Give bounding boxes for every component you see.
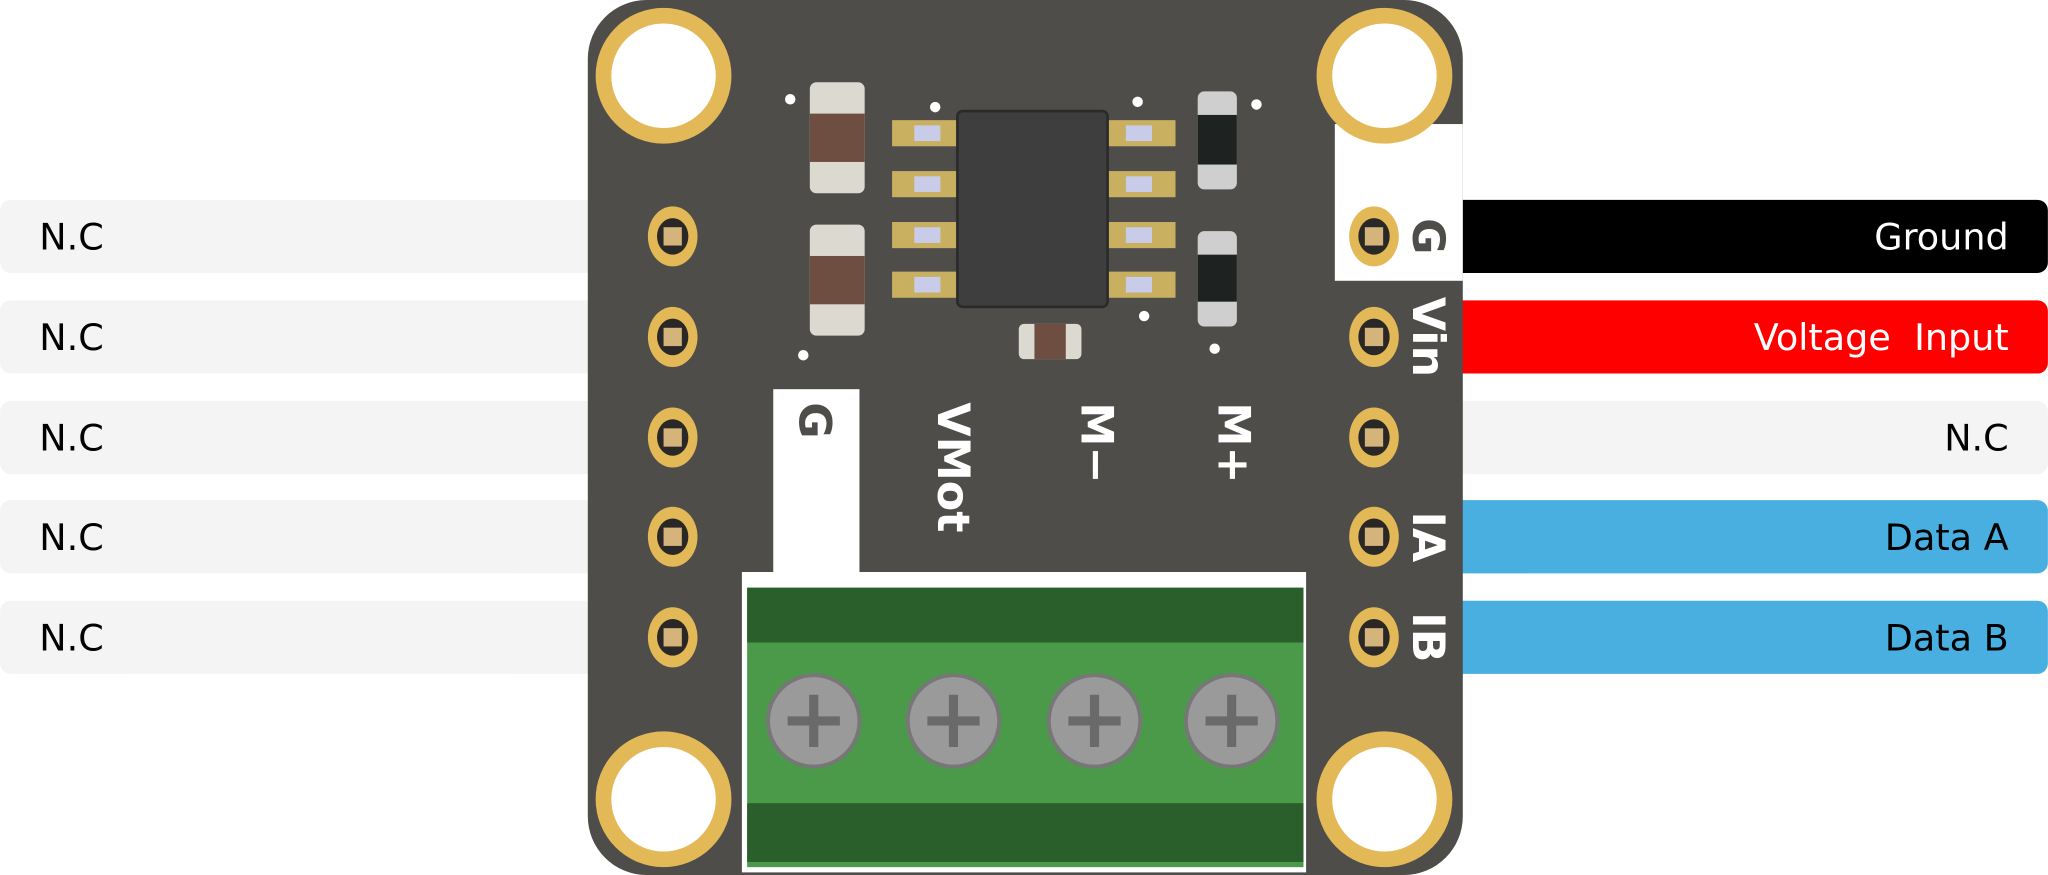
pin-silk-label: IA [1402, 511, 1453, 563]
label-bar [1436, 600, 2048, 674]
left-pin-label: N.C [0, 400, 614, 475]
label-bar [0, 300, 614, 374]
left-pin-labels: N.C N.C N.C N.C N.C [0, 199, 614, 674]
header-pin [1349, 206, 1399, 267]
mounting-holes [595, 7, 1453, 868]
header-pin [1349, 306, 1399, 367]
screw-terminal-block[interactable] [741, 572, 1307, 873]
right-pin-label: Ground [1436, 199, 2048, 273]
pin-silk-label: G [1402, 218, 1453, 254]
terminal-silk-label: VMot [927, 402, 978, 532]
right-pin-label: N.C [1436, 400, 2048, 475]
right-pin-label: Data A [1436, 500, 2048, 574]
terminal-silk-label: G [788, 402, 839, 438]
capacitors [785, 82, 1262, 361]
screw-icon[interactable] [1183, 673, 1280, 769]
pin-function-label: Ground [1874, 215, 2008, 258]
screw-icon[interactable] [905, 673, 1002, 769]
right-pin-label: Voltage Input [1436, 300, 2048, 374]
pin-function-label: N.C [39, 616, 103, 659]
header-pin [647, 407, 698, 468]
label-bar [1436, 400, 2048, 475]
terminal-silk-label: M+ [1208, 402, 1259, 483]
header-pin [1349, 607, 1399, 668]
pin-function-label: Voltage Input [1754, 316, 2009, 359]
pin-silk-label: Vin [1402, 297, 1453, 377]
pin-function-label: N.C [39, 417, 103, 460]
right-pin-label: Data B [1436, 600, 2048, 674]
terminal-silk-label: M− [1070, 402, 1121, 483]
left-pin-label: N.C [0, 199, 614, 273]
label-bar [1436, 500, 2048, 574]
silkscreen-terminal-ground-patch [773, 389, 860, 575]
driver-ic [892, 109, 1176, 309]
label-bar [0, 199, 614, 273]
silkscreen-ground-patch [1334, 124, 1463, 281]
terminal-silkscreen-labels: G VMot M− M+ [788, 402, 1258, 532]
header-pin [647, 206, 698, 267]
screw-icon[interactable] [1046, 673, 1143, 769]
left-pin-label: N.C [0, 500, 614, 574]
label-bar [0, 400, 614, 475]
header-pin [1349, 407, 1399, 468]
screw-icon[interactable] [766, 673, 862, 769]
header-pin [647, 607, 698, 668]
label-bar [1436, 300, 2048, 374]
header-pins [647, 206, 1399, 668]
pin-silk-label: IB [1402, 612, 1453, 662]
header-pin [1349, 506, 1399, 567]
pin-function-label: N.C [1944, 417, 2008, 460]
pin-function-label: N.C [39, 516, 103, 559]
label-bar [0, 500, 614, 574]
left-pin-label: N.C [0, 600, 614, 674]
header-pin [647, 506, 698, 567]
left-pin-label: N.C [0, 300, 614, 374]
pin-function-label: N.C [39, 316, 103, 359]
pin-function-label: Data A [1885, 516, 2009, 559]
label-bar [0, 600, 614, 674]
pin-function-label: Data B [1885, 616, 2009, 659]
label-bar [1436, 199, 2048, 273]
pin-function-label: N.C [39, 215, 103, 258]
header-pin [647, 306, 698, 367]
